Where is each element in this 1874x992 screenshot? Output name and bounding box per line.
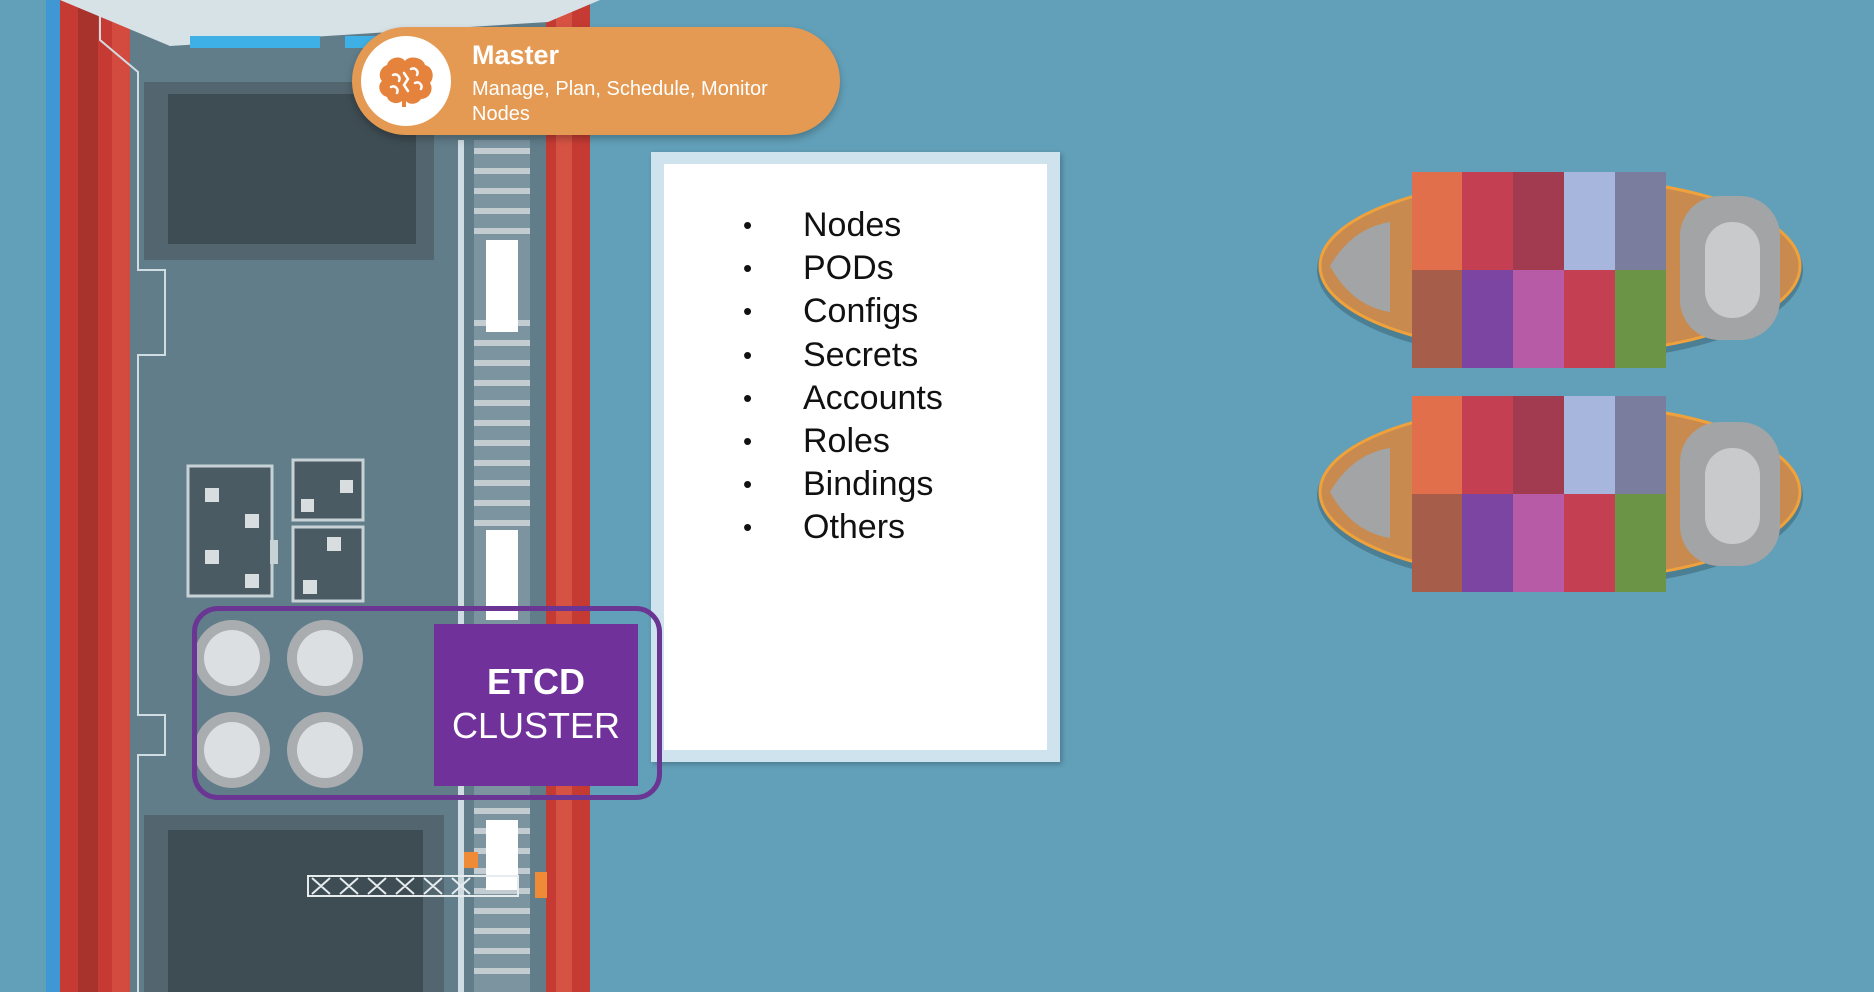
master-title: Master xyxy=(472,40,560,70)
worker-ship-2 xyxy=(1317,396,1803,592)
etcd-contents-card: • Nodes • PODs • Configs • Secrets • Accounts… xyxy=(664,164,1047,750)
list-item: • Roles xyxy=(704,420,943,463)
etcd-cluster-label: ETCD CLUSTER xyxy=(434,624,638,786)
master-description: Manage, Plan, Schedule, Monitor Nodes xyxy=(472,78,768,125)
master-icon-badge xyxy=(361,36,451,126)
list-item: • PODs xyxy=(704,247,943,290)
bullet-icon: • xyxy=(743,469,753,500)
etcd-contents-panel: • Nodes • PODs • Configs • Secrets • Accounts… xyxy=(651,152,1060,762)
etcd-title: ETCD xyxy=(487,661,585,702)
bullet-icon: • xyxy=(743,382,753,413)
bullet-icon: • xyxy=(743,339,753,370)
master-label: Master Manage, Plan, Schedule, Monitor N… xyxy=(352,27,840,135)
list-item: • Bindings xyxy=(704,463,943,506)
bullet-icon: • xyxy=(743,210,753,240)
list-item: • Secrets xyxy=(704,334,943,377)
list-item-label: Configs xyxy=(803,292,919,331)
bullet-icon: • xyxy=(743,253,753,284)
list-item: • Configs xyxy=(704,290,943,333)
list-item-label: Accounts xyxy=(803,378,943,417)
list-item-label: Others xyxy=(803,508,906,547)
list-item: • Nodes xyxy=(704,204,943,247)
etcd-contents-list: • Nodes • PODs • Configs • Secrets • Accounts… xyxy=(704,204,943,550)
list-item-label: Nodes xyxy=(803,206,902,244)
list-item-label: Bindings xyxy=(803,465,934,504)
etcd-subtitle: CLUSTER xyxy=(451,705,621,746)
bullet-icon: • xyxy=(743,425,753,456)
list-item: • Others xyxy=(704,506,943,549)
bullet-icon: • xyxy=(743,296,753,327)
list-item: • Accounts xyxy=(704,377,943,420)
bullet-icon: • xyxy=(743,512,753,543)
etcd-cluster-outline xyxy=(192,606,662,800)
list-item-label: Roles xyxy=(803,421,890,460)
brain-icon xyxy=(379,57,433,107)
list-item-label: PODs xyxy=(803,249,894,288)
worker-ship-1 xyxy=(1317,172,1803,368)
master-ship xyxy=(46,0,600,992)
list-item-label: Secrets xyxy=(803,335,919,374)
